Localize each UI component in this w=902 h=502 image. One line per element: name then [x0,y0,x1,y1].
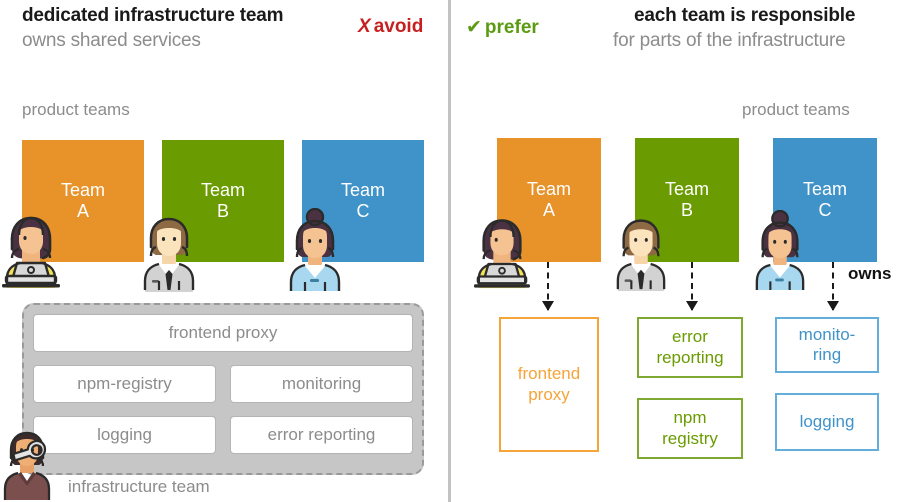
service-line-1: logging [799,411,855,431]
service-box-monitoring[interactable]: monito- ring [775,317,879,373]
woman-laptop-icon [472,208,532,291]
right-team-b-name: Team [664,178,709,199]
man-suit-icon [613,210,669,291]
right-product-teams-caption: product teams [742,100,850,119]
panel-divider [448,0,451,502]
owns-arrow-team-b [685,262,699,311]
service-line-1: npm [673,408,707,428]
service-box-error-reporting[interactable]: error reporting [637,317,743,378]
service-line-2: ring [812,345,842,364]
prefer-badge: ✔prefer [466,16,539,39]
owns-arrow-team-a [541,262,555,311]
right-team-c-letter: C [818,200,832,220]
prefer-badge-label: prefer [484,17,539,38]
infrastructure-team-label: infrastructure team [68,477,210,496]
man-suit-icon [140,208,198,292]
right-team-b-letter: B [680,200,693,220]
infra-service-frontend-proxy[interactable]: frontend proxy [33,314,413,352]
left-header-title: dedicated infrastructure team [22,5,284,26]
woman-laptop-icon [0,205,62,291]
person-wrench-icon [2,424,66,502]
service-line-1: frontend [517,364,581,384]
team-b-name: Team [200,179,245,200]
infra-service-monitoring[interactable]: monitoring [230,365,413,403]
left-header-subtitle: owns shared services [22,30,201,51]
service-line-1: monito- [798,324,856,344]
service-line-2: reporting [656,347,724,367]
service-line-2: proxy [528,384,570,404]
infra-service-logging[interactable]: logging [33,416,216,454]
prefer-check-icon: ✔ [466,17,482,38]
woman-bun-icon [286,208,344,292]
team-c-letter: C [356,201,370,221]
right-header-subtitle: for parts of the infrastructure [613,30,846,51]
service-box-frontend-proxy[interactable]: frontend proxy [499,317,599,452]
right-team-c-name: Team [802,178,847,199]
owns-label: owns [848,264,892,283]
avoid-x-icon: X [358,16,371,37]
left-team-box-b: Team B [162,140,284,262]
owns-arrow-team-c [826,262,840,311]
service-box-logging[interactable]: logging [775,393,879,451]
team-a-name: Team [60,179,105,200]
right-team-a-name: Team [526,178,571,199]
right-header-title: each team is responsible [634,5,856,26]
team-b-letter: B [216,201,229,221]
service-line-2: registry [662,428,718,448]
team-c-name: Team [340,179,385,200]
avoid-badge-label: avoid [373,16,424,37]
team-a-letter: A [76,201,89,221]
right-team-a-letter: A [542,200,555,220]
infra-service-error-reporting[interactable]: error reporting [230,416,413,454]
service-box-npm-registry[interactable]: npm registry [637,398,743,459]
service-line-1: error [672,327,708,347]
infra-service-npm-registry[interactable]: npm-registry [33,365,216,403]
left-product-teams-caption: product teams [22,100,130,119]
woman-bun-icon [752,210,808,291]
